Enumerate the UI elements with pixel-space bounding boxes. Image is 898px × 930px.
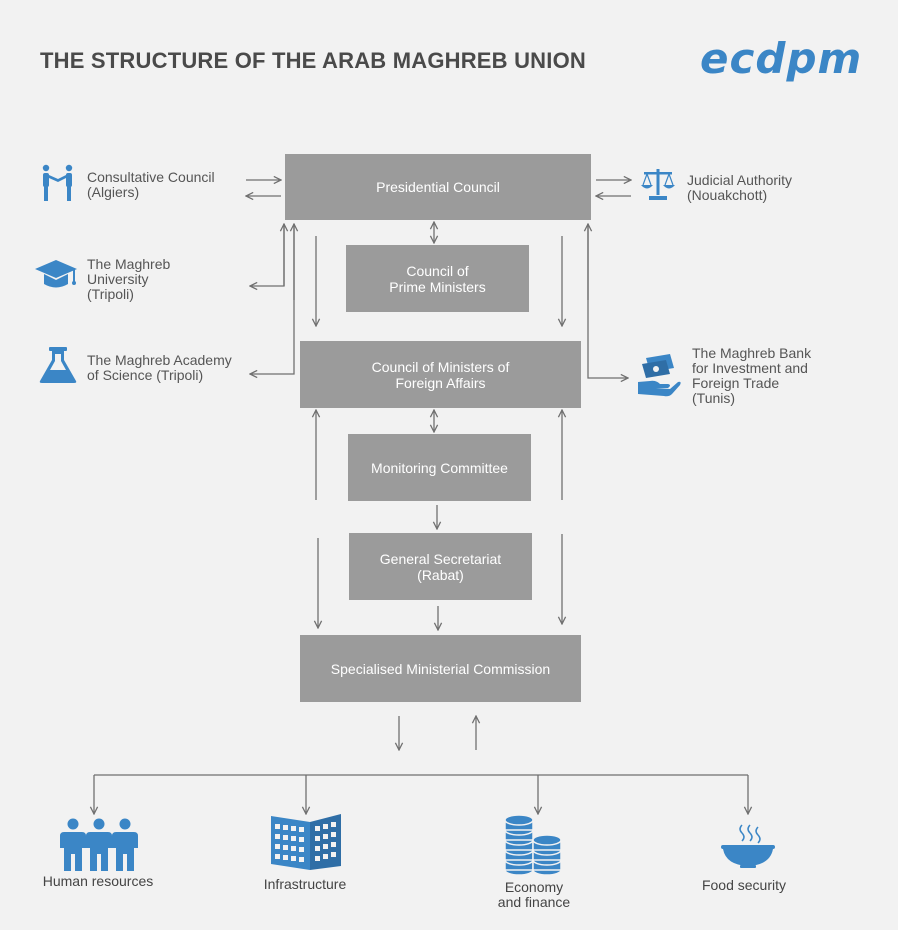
- handshake-icon: [42, 164, 73, 201]
- building-icon: [271, 814, 341, 870]
- council-foreign-affairs-box: Council of Ministers of Foreign Affairs: [300, 341, 581, 408]
- coins-icon: [504, 814, 562, 876]
- food-security-label: Food security: [701, 877, 787, 893]
- specialised-commission-box: Specialised Ministerial Commission: [300, 635, 581, 702]
- graduation-cap-icon: [35, 260, 77, 288]
- monitoring-committee-box: Monitoring Committee: [348, 434, 531, 501]
- scales-icon: [641, 169, 675, 200]
- presidential-council-label: Presidential Council: [376, 179, 500, 195]
- general-secretariat-box: General Secretariat (Rabat): [349, 533, 532, 600]
- council-prime-ministers-box: Council of Prime Ministers: [346, 245, 529, 312]
- presidential-council-box: Presidential Council: [285, 154, 591, 220]
- human-resources-label: Human resources: [42, 873, 154, 889]
- flask-icon: [39, 347, 77, 383]
- bowl-icon: [721, 824, 775, 868]
- arrow-to-bank: [587, 224, 628, 378]
- maghreb-bank-label: The Maghreb Bank for Investment and Fore…: [692, 345, 812, 406]
- general-secretariat-label: General Secretariat (Rabat): [379, 550, 502, 583]
- economy-finance-label: Economy and finance: [497, 879, 571, 910]
- council-prime-ministers-label: Council of Prime Ministers: [389, 262, 486, 295]
- arrow-to-university: [250, 224, 285, 286]
- page-title: THE STRUCTURE OF THE ARAB MAGHREB UNION: [40, 48, 586, 73]
- consultative-council-label: Consultative Council (Algiers): [87, 169, 215, 200]
- judicial-authority-label: Judicial Authority (Nouakchott): [687, 172, 793, 203]
- council-foreign-affairs-label: Council of Ministers of Foreign Affairs: [371, 358, 510, 391]
- people-icon: [60, 818, 138, 871]
- monitoring-committee-label: Monitoring Committee: [371, 459, 508, 476]
- infrastructure-label: Infrastructure: [263, 876, 347, 892]
- arrow-to-academy: [250, 224, 295, 374]
- ecdpm-logo: ecdpm: [700, 34, 863, 83]
- money-hand-icon: [638, 354, 681, 397]
- specialised-commission-label: Specialised Ministerial Commission: [330, 660, 551, 677]
- maghreb-academy-label: The Maghreb Academy of Science (Tripoli): [87, 352, 232, 383]
- maghreb-university-label: The Maghreb University (Tripoli): [87, 256, 171, 302]
